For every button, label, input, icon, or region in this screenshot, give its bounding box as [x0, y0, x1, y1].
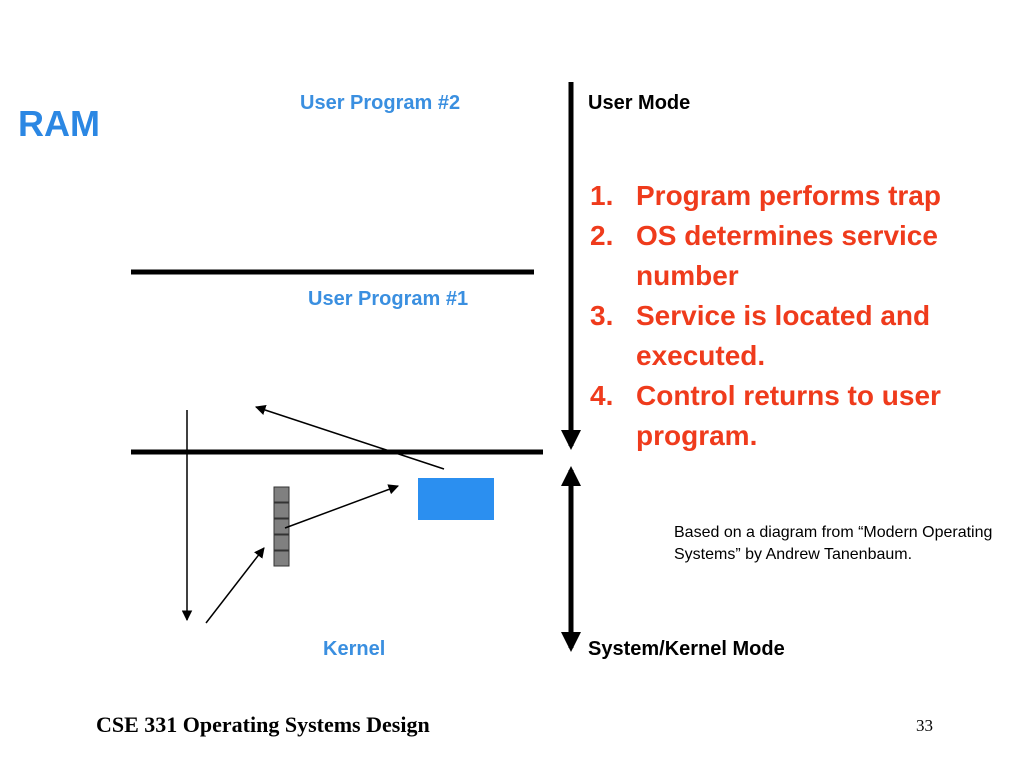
step-item: 4. Control returns to user program.: [590, 376, 1020, 456]
kernel-label: Kernel: [323, 638, 386, 660]
step-number: 4.: [590, 380, 614, 411]
dispatch-table-cell: [273, 502, 290, 519]
dispatch-table-cell: [273, 534, 290, 551]
return-arrow: [255, 404, 445, 470]
footer-course-title: CSE 331 Operating Systems Design: [96, 712, 430, 737]
dispatch-arrow: [284, 484, 399, 529]
dispatch-table: [273, 486, 290, 567]
step-number: 2.: [590, 220, 614, 251]
ram-label: RAM: [18, 103, 100, 144]
step-number: 3.: [590, 300, 614, 331]
step-number: 1.: [590, 180, 614, 211]
source-credit: Based on a diagram from “Modern Operatin…: [674, 524, 993, 563]
step-text: Program performs trap: [636, 180, 941, 211]
step-text: Control returns to user program.: [636, 380, 941, 451]
service-procedure-box: [418, 478, 494, 520]
lookup-arrow: [205, 547, 265, 624]
kernel-mode-label: System/Kernel Mode: [588, 638, 785, 660]
dispatch-table-cell: [273, 518, 290, 535]
dispatch-table-cell: [273, 550, 290, 567]
steps-list: 1. Program performs trap 2. OS determine…: [590, 176, 1020, 456]
user-mode-label: User Mode: [588, 92, 691, 114]
dispatch-table-cell: [273, 486, 290, 503]
page-number: 33: [916, 716, 933, 735]
user-program-2-label: User Program #2: [300, 92, 461, 114]
step-item: 3. Service is located and executed.: [590, 296, 1020, 376]
step-item: 2. OS determines service number: [590, 216, 1020, 296]
step-text: OS determines service number: [636, 220, 938, 291]
step-item: 1. Program performs trap: [590, 176, 1020, 216]
user-program-1-label: User Program #1: [308, 288, 469, 310]
step-text: Service is located and executed.: [636, 300, 931, 371]
